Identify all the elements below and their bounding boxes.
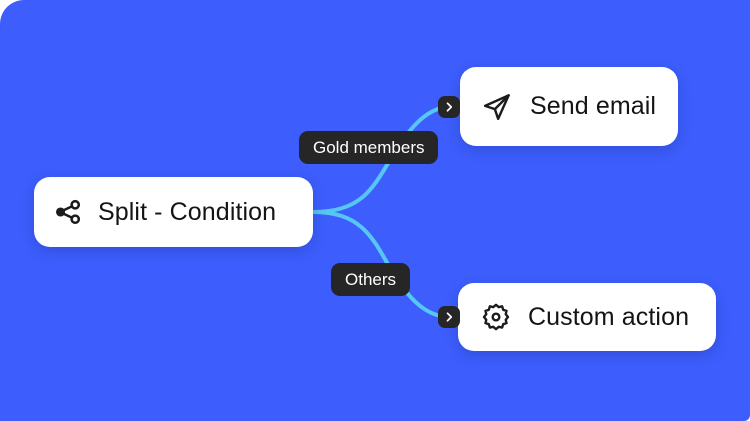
- chevron-right-icon[interactable]: [438, 96, 460, 118]
- edge-label-others[interactable]: Others: [331, 263, 411, 296]
- edge-label-gold-members-text: Gold members: [313, 137, 425, 157]
- edge-label-gold-members[interactable]: Gold members: [299, 131, 439, 164]
- node-split-condition[interactable]: Split - Condition: [34, 177, 313, 247]
- node-custom-action-label: Custom action: [528, 302, 690, 331]
- edge-label-others-text: Others: [345, 269, 397, 289]
- paper-plane-icon: [480, 90, 514, 124]
- chevron-right-icon[interactable]: [438, 306, 460, 328]
- split-share-icon: [52, 196, 84, 228]
- node-custom-action[interactable]: Custom action: [458, 283, 716, 351]
- node-split-condition-label: Split - Condition: [98, 197, 277, 226]
- node-send-email[interactable]: Send email: [460, 67, 678, 146]
- node-send-email-label: Send email: [530, 92, 657, 120]
- gear-icon: [480, 301, 512, 333]
